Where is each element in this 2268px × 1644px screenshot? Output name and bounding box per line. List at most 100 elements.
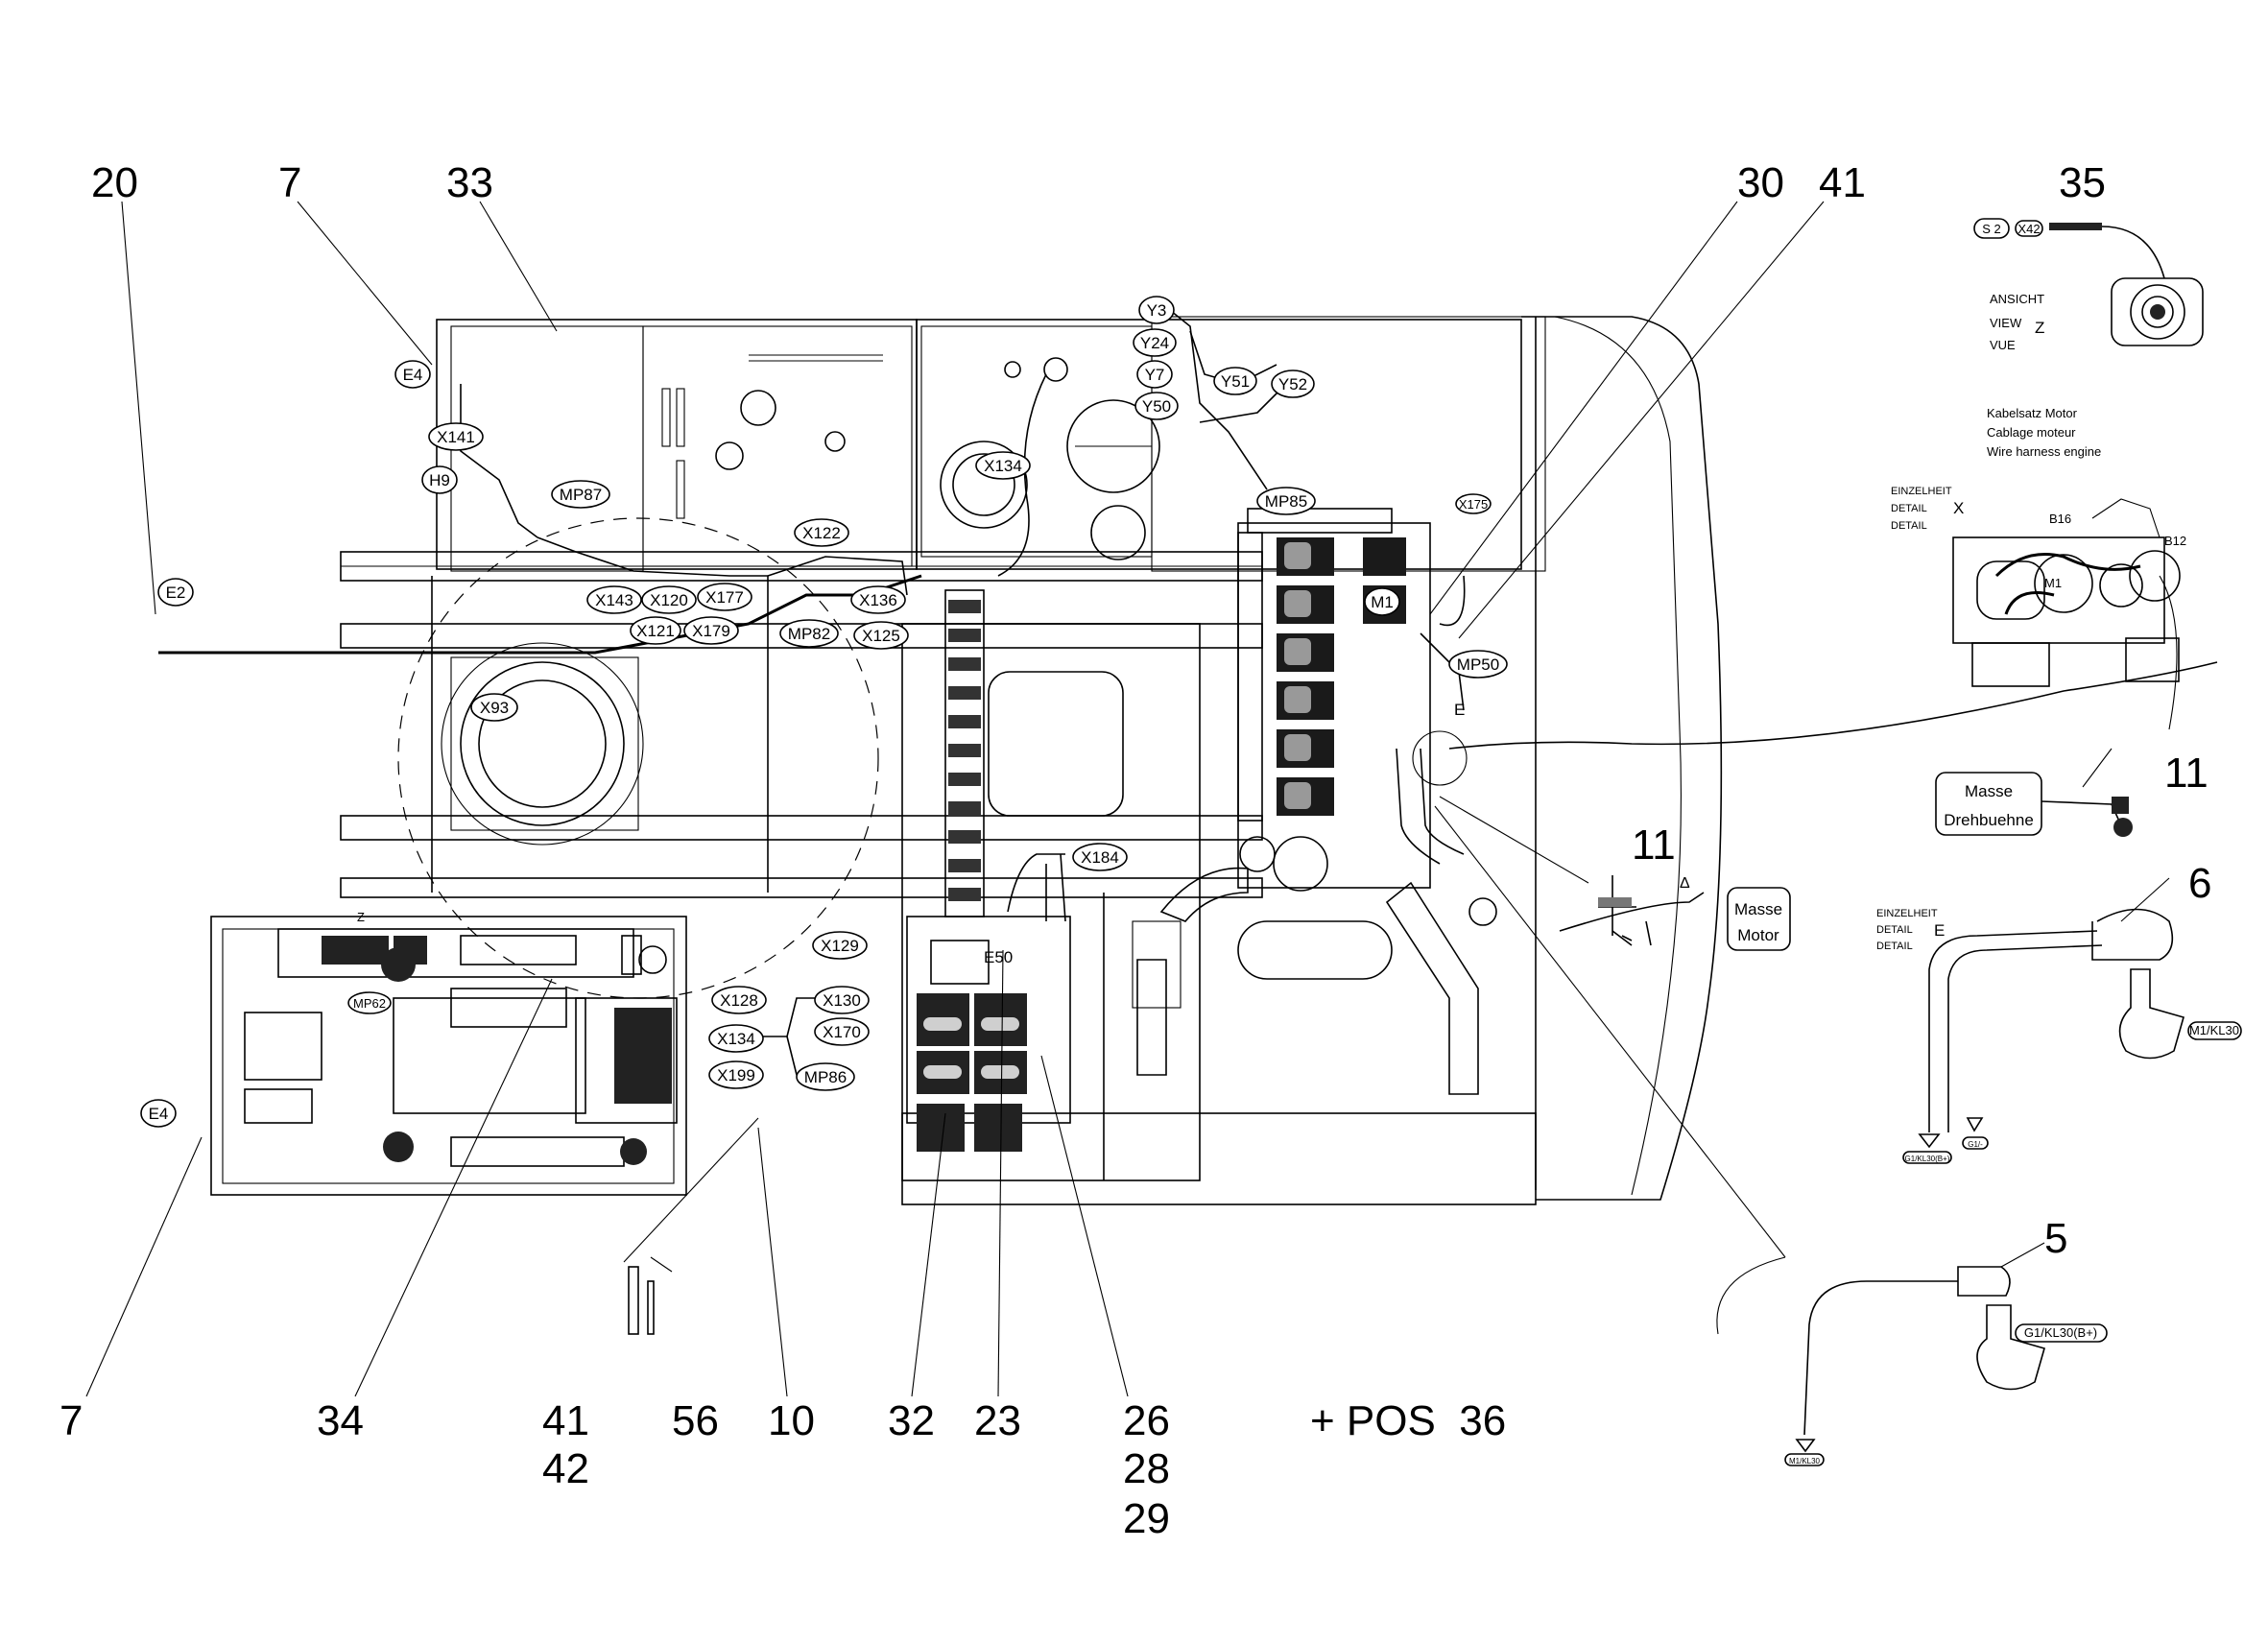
callout-34: 34	[317, 1397, 364, 1444]
connector-X141: X141	[437, 428, 475, 446]
callout-29: 29	[1123, 1495, 1170, 1542]
connector-X177: X177	[705, 588, 744, 607]
callout-35: 35	[2059, 159, 2106, 206]
callout-7-bottom: 7	[60, 1397, 83, 1444]
connector-MP86: MP86	[804, 1068, 847, 1086]
view-z-S2: S 2	[1982, 222, 2001, 236]
connector-X170: X170	[823, 1023, 861, 1041]
callout-33: 33	[446, 159, 493, 206]
connector-Y24: Y24	[1140, 334, 1169, 352]
detail-x-B16: B16	[2049, 512, 2071, 526]
connector-E4-top: E4	[403, 366, 423, 384]
detail-x-letter: X	[1953, 499, 1964, 517]
detail-x-title-de: Kabelsatz Motor	[1987, 406, 2078, 420]
detail-x-title-en: Wire harness engine	[1987, 444, 2101, 459]
callout-28: 28	[1123, 1445, 1170, 1492]
callout-11-mid: 11	[1632, 822, 1676, 869]
detail-x-detail2: DETAIL	[1891, 520, 1927, 532]
callout-numbers: 20 7 33 30 41 35 11 11 6 5 7 34 41 42 56…	[60, 159, 2211, 1542]
connector-X136: X136	[859, 591, 897, 609]
connector-MP50: MP50	[1457, 655, 1499, 674]
detail-e-letter: E	[1934, 921, 1945, 940]
connector-X122: X122	[802, 524, 841, 542]
detail-e-einzelheit: EINZELHEIT	[1876, 908, 1938, 919]
view-z-vue: VUE	[1990, 338, 2016, 352]
masse-drehbuehne-line2: Drehbuehne	[1944, 811, 2034, 829]
detail-e-gnd-2: G1/-	[1968, 1140, 1983, 1149]
connector-X143: X143	[595, 591, 633, 609]
callout-26: 26	[1123, 1397, 1170, 1444]
detail-5-inset: G1/KL30(B+) M1/KL30	[1784, 1266, 2108, 1466]
connector-Y50: Y50	[1142, 397, 1171, 416]
view-z-letter: Z	[2035, 319, 2044, 337]
connector-MP82: MP82	[788, 625, 830, 643]
connector-labels: E4 X141 H9 MP87 E2 X143 X120 X177 X121 X…	[140, 296, 1508, 1128]
view-z-view: VIEW	[1990, 316, 2022, 330]
marker-Z: Z	[357, 910, 365, 924]
marker-E50: E50	[984, 948, 1013, 966]
callout-pos-36: + POS 36	[1310, 1397, 1506, 1444]
connector-MP87: MP87	[560, 486, 602, 504]
connector-X179: X179	[692, 622, 730, 640]
connector-X175: X175	[1459, 497, 1488, 512]
wire-harness	[158, 306, 2218, 1076]
masse-motor-line2: Motor	[1737, 926, 1779, 944]
connector-X184: X184	[1081, 848, 1119, 867]
connector-Y7: Y7	[1145, 366, 1165, 384]
callout-11-right: 11	[2164, 750, 2208, 797]
harness-clips	[628, 1266, 655, 1335]
connector-X93: X93	[480, 699, 509, 717]
callout-5: 5	[2044, 1215, 2067, 1262]
detail-x-einzelheit: EINZELHEIT	[1891, 486, 1952, 497]
callout-41-top: 41	[1819, 159, 1866, 206]
callout-56: 56	[672, 1397, 719, 1444]
connector-X125: X125	[862, 627, 900, 645]
connector-Y51: Y51	[1221, 372, 1250, 391]
masse-drehbuehne-line1: Masse	[1965, 782, 2013, 800]
detail-e-gnd-1: G1/KL30(B+)	[1905, 1155, 1950, 1163]
detail-5-G1-KL30: G1/KL30(B+)	[2024, 1325, 2097, 1340]
callout-41-bottom: 41	[542, 1397, 589, 1444]
callout-7-top: 7	[278, 159, 301, 206]
marker-delta: Δ	[1680, 875, 1690, 892]
detail-e-M1-KL30: M1/KL30	[2189, 1023, 2239, 1037]
detail-e-marker-circle	[1412, 730, 1468, 786]
connector-X130: X130	[823, 991, 861, 1010]
callout-42: 42	[542, 1445, 589, 1492]
callout-20: 20	[91, 159, 138, 206]
connector-M1: M1	[1371, 593, 1394, 611]
leader-lines	[85, 201, 2170, 1397]
detail-e-inset: EINZELHEIT DETAIL DETAIL E M1/KL30 G1/KL…	[1876, 908, 2242, 1164]
connector-Y52: Y52	[1278, 375, 1307, 393]
detail-x-inset: Kabelsatz Motor Cablage moteur Wire harn…	[1891, 406, 2186, 730]
connector-X134-bottom: X134	[717, 1030, 755, 1048]
connector-H9: H9	[429, 471, 450, 489]
masse-motor-line1: Masse	[1734, 900, 1782, 918]
callout-30: 30	[1737, 159, 1784, 206]
detail-e-detail2: DETAIL	[1876, 941, 1913, 952]
masse-drehbuehne: Masse Drehbuehne	[1935, 772, 2133, 837]
connector-MP85: MP85	[1265, 492, 1307, 511]
callout-6: 6	[2188, 860, 2211, 907]
main-frame	[210, 316, 1723, 1205]
callout-32: 32	[888, 1397, 935, 1444]
connector-X199: X199	[717, 1066, 755, 1084]
view-z-X42: X42	[2017, 222, 2040, 236]
connector-Y3: Y3	[1147, 301, 1167, 320]
marker-E: E	[1454, 701, 1465, 719]
detail-x-M1: M1	[2044, 576, 2062, 590]
masse-motor: Masse Motor Δ	[1598, 875, 1791, 951]
view-z-inset: S 2 X42 ANSICHT VIEW VUE Z	[1973, 218, 2204, 352]
connector-E2: E2	[166, 584, 186, 602]
detail-e-detail1: DETAIL	[1876, 924, 1913, 936]
detail-x-title-fr: Cablage moteur	[1987, 425, 2076, 440]
detail-x-detail1: DETAIL	[1891, 503, 1927, 514]
detail-x-B12: B12	[2164, 534, 2186, 548]
connector-X120: X120	[650, 591, 688, 609]
view-z-ansicht: ANSICHT	[1990, 292, 2044, 306]
callout-23: 23	[974, 1397, 1021, 1444]
callout-10: 10	[768, 1397, 815, 1444]
connector-X129: X129	[821, 937, 859, 955]
